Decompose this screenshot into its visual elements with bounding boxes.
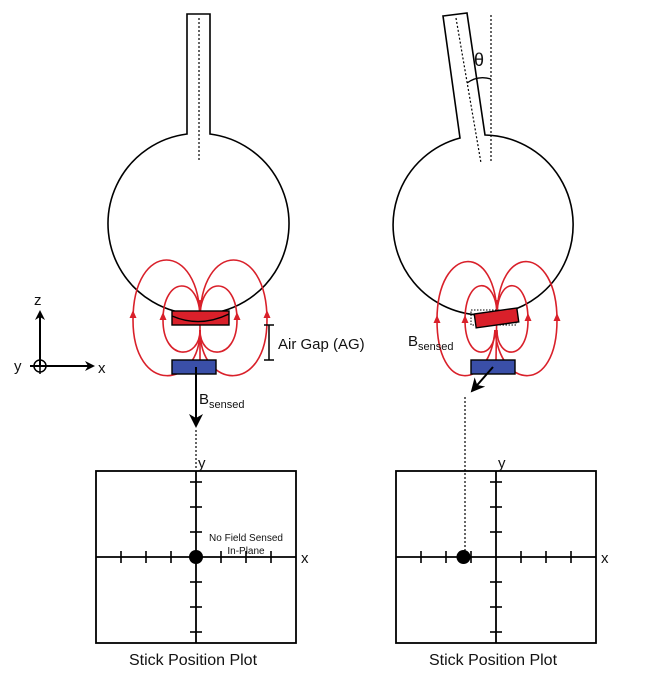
right-joystick-tilted: θ Bsensed (392, 12, 574, 557)
tilted-stick-axis (455, 17, 482, 164)
tilted-magnet (473, 307, 520, 329)
plot-y-label: y (498, 455, 506, 472)
x-axis-label: x (98, 360, 106, 377)
plot-title: Stick Position Plot (129, 652, 258, 669)
sensor (171, 359, 217, 375)
plot-x-label: x (301, 550, 309, 567)
b-sensed-label: Bsensed (408, 333, 454, 353)
field-direction-arrows (129, 310, 271, 320)
left-joystick-neutral: Bsensed Air Gap (AG) (107, 13, 365, 470)
air-gap-bracket (264, 324, 274, 361)
no-field-note-line1: No Field Sensed (209, 533, 283, 544)
plot-title: Stick Position Plot (429, 652, 558, 669)
plot-x-label: x (601, 550, 609, 567)
field-direction-arrows (433, 313, 561, 323)
plot-y-label: y (198, 455, 206, 472)
coordinate-axes-legend: z y x (14, 292, 106, 377)
stick-position-dot (189, 550, 203, 564)
b-sensed-arrow (470, 366, 494, 393)
magnet (171, 310, 230, 326)
stick-position-dot (456, 550, 471, 564)
b-sensed-label: Bsensed (199, 391, 245, 411)
z-axis-label: z (34, 292, 42, 309)
theta-arc (466, 77, 492, 84)
y-axis-label: y (14, 358, 22, 375)
theta-label: θ (474, 50, 484, 70)
air-gap-label: Air Gap (AG) (278, 336, 365, 353)
no-field-note-line2: In-Plane (227, 546, 265, 557)
